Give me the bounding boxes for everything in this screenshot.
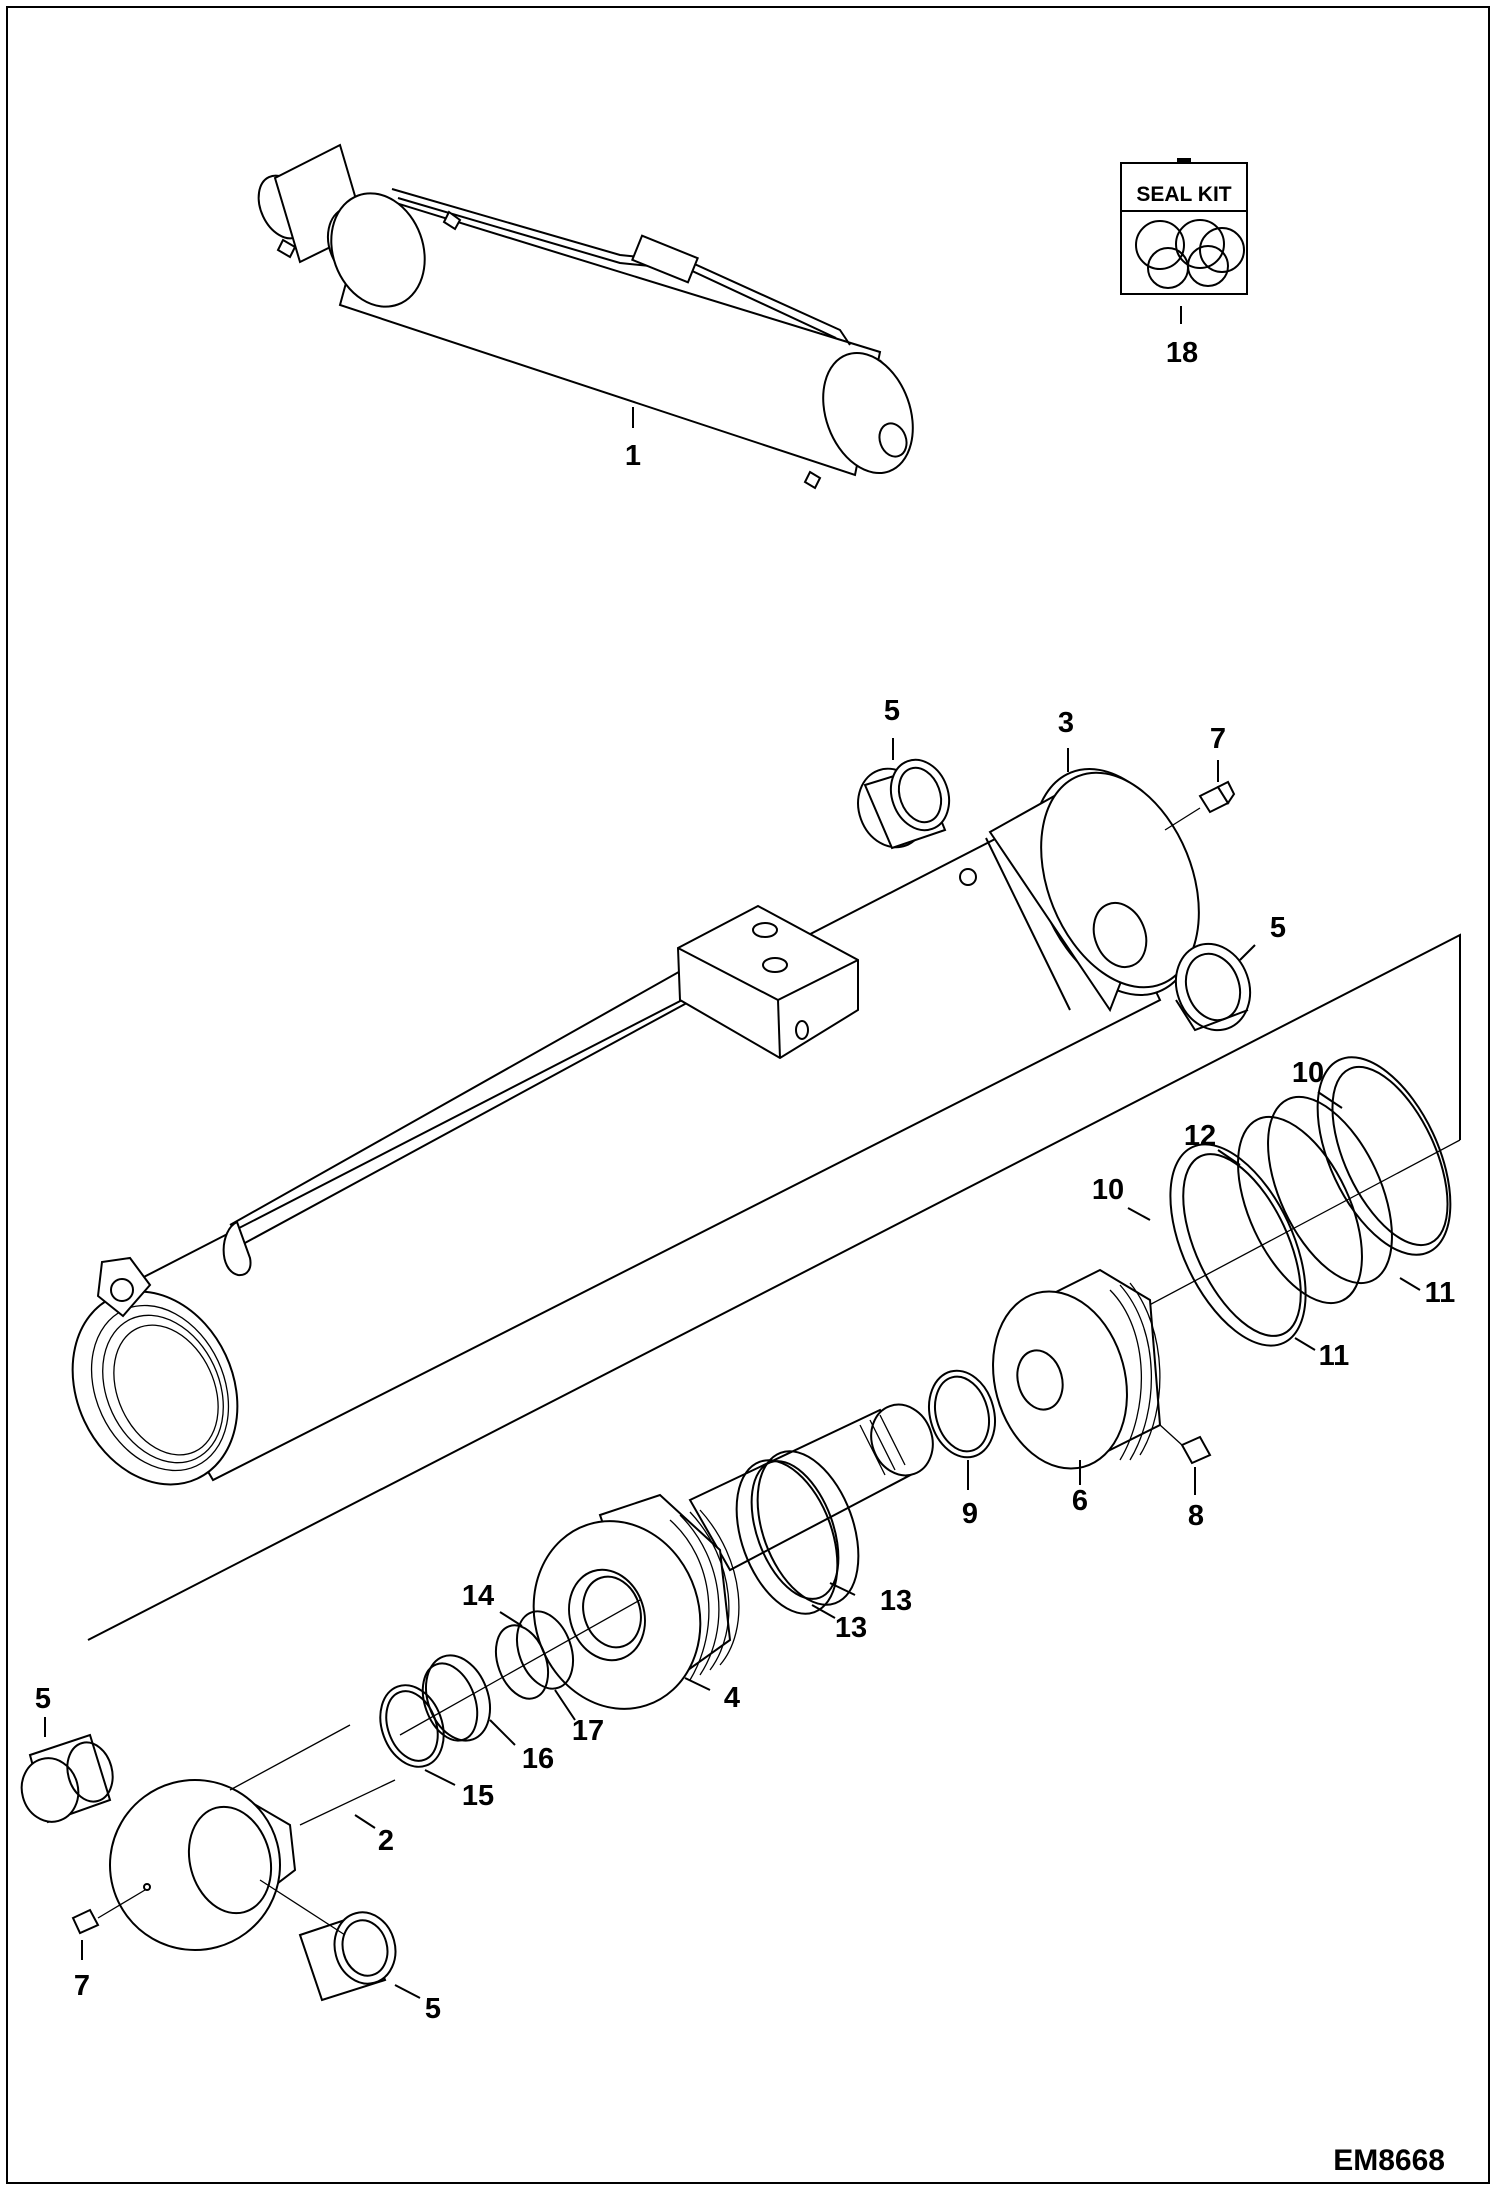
cylinder-barrel <box>71 768 1200 1486</box>
callout-14: 14 <box>462 1580 494 1612</box>
callout-2: 2 <box>378 1825 394 1857</box>
seal-kit-icon: SEAL KIT <box>1120 158 1248 295</box>
callout-5-right: 5 <box>1270 912 1286 944</box>
callout-17: 17 <box>572 1715 604 1747</box>
callout-15: 15 <box>462 1780 494 1812</box>
callout-10-lower: 10 <box>1092 1174 1124 1206</box>
callout-12: 12 <box>1184 1120 1216 1152</box>
assembled-cylinder <box>257 143 914 490</box>
callout-13-left: 13 <box>835 1612 867 1644</box>
bushing-upper <box>857 758 951 850</box>
callout-5-left: 5 <box>35 1683 51 1715</box>
callout-11-lower: 11 <box>1319 1340 1350 1372</box>
piston-rod <box>688 1403 934 1572</box>
callout-8: 8 <box>1188 1500 1204 1532</box>
callout-numbers: 1 18 5 3 7 5 10 12 10 11 11 9 6 8 14 13 … <box>35 337 1455 2025</box>
callout-5-upper: 5 <box>884 695 900 727</box>
callout-5-lower: 5 <box>425 1993 441 2025</box>
head-seals <box>379 1599 641 1768</box>
callout-18: 18 <box>1166 337 1198 369</box>
seal-rings-13 <box>735 1450 860 1615</box>
o-ring-9 <box>928 1369 996 1459</box>
figure-reference-code: EM8668 <box>1333 2144 1445 2177</box>
callout-4: 4 <box>724 1682 740 1714</box>
callout-9: 9 <box>962 1498 978 1530</box>
seal-kit-label: SEAL KIT <box>1136 183 1231 206</box>
callout-1: 1 <box>625 440 641 472</box>
rod-eye <box>109 1724 396 1951</box>
cylinder-head <box>532 1493 740 1710</box>
leader-lines <box>44 306 1421 1999</box>
grease-fitting-upper <box>1164 780 1236 831</box>
callout-3: 3 <box>1058 707 1074 739</box>
callout-11-right: 11 <box>1425 1277 1456 1309</box>
callout-13-right: 13 <box>880 1585 912 1617</box>
callout-7-upper: 7 <box>1210 723 1226 755</box>
seal-rings-right <box>87 933 1461 1641</box>
bushing-left-lower <box>259 1879 397 2002</box>
piston <box>992 1268 1162 1470</box>
setscrew-8 <box>1159 1424 1212 1465</box>
bushing-left-upper <box>20 1733 114 1824</box>
bushing-right <box>1174 942 1252 1032</box>
callout-7-lower: 7 <box>74 1970 90 2002</box>
callout-10-upper: 10 <box>1292 1057 1324 1089</box>
callout-16: 16 <box>522 1743 554 1775</box>
callout-6: 6 <box>1072 1485 1088 1517</box>
grease-fitting-lower <box>71 1889 146 1935</box>
